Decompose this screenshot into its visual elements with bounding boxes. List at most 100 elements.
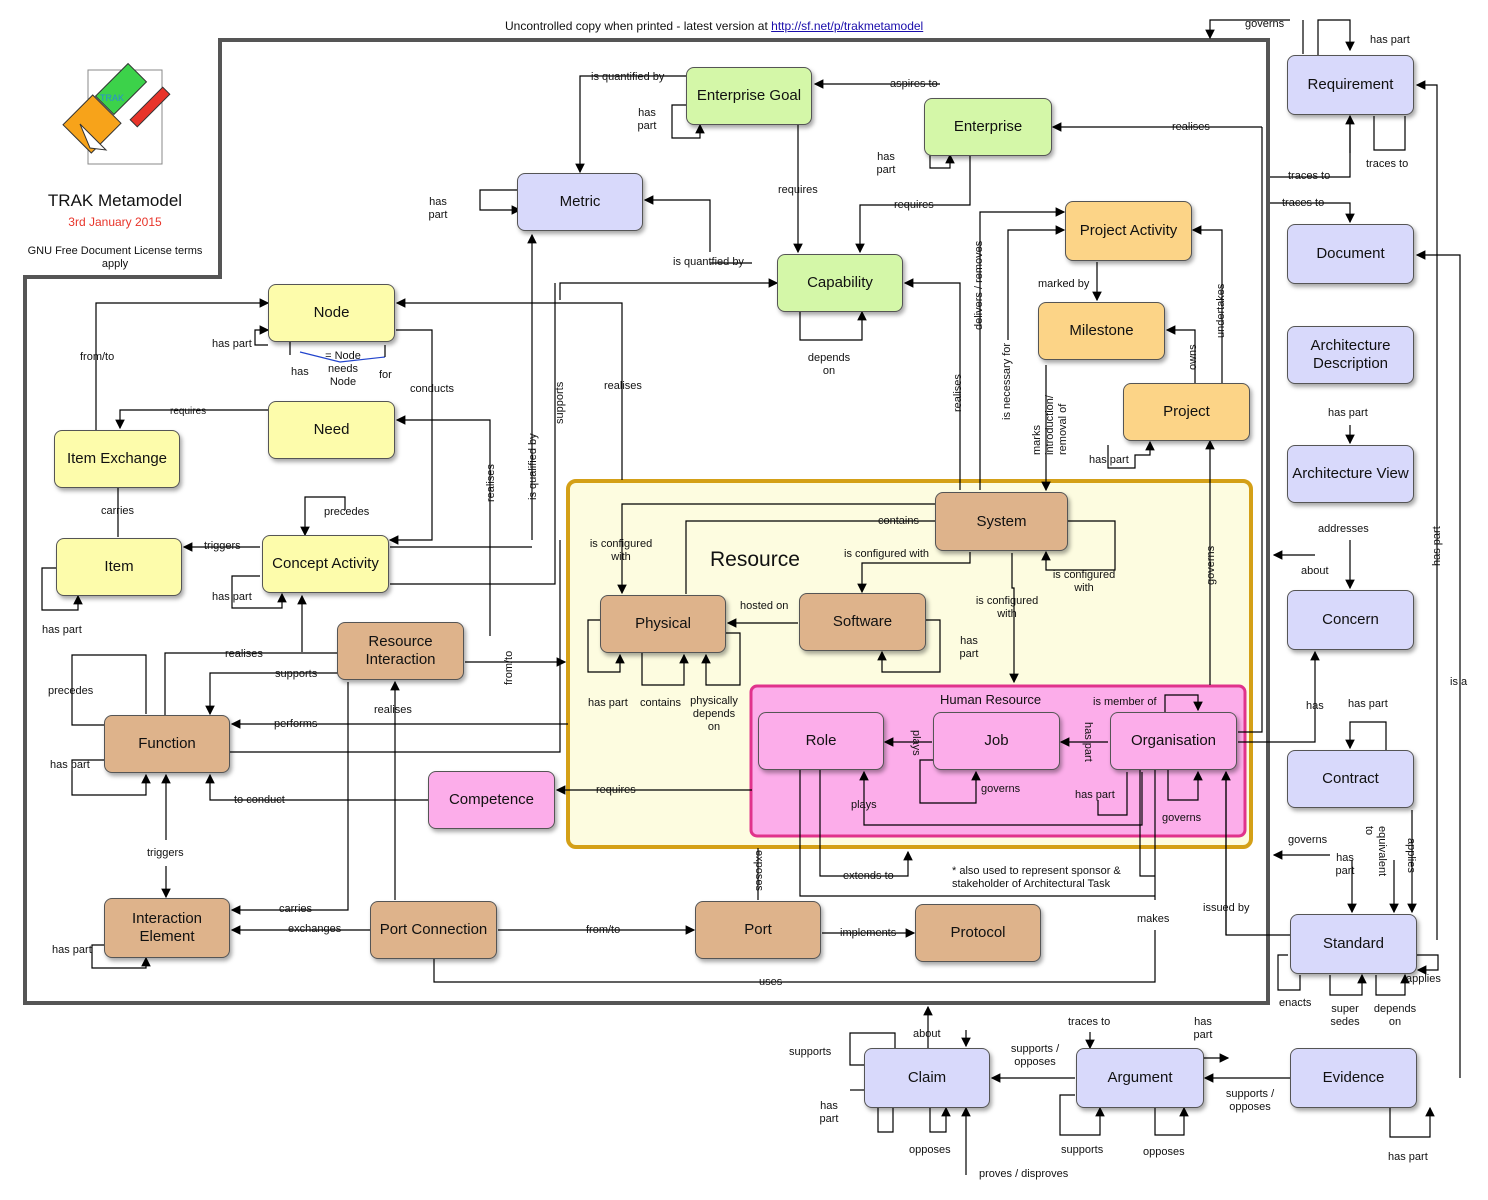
edge-label: is necessary for [1001, 342, 1013, 420]
edge-label: contains [640, 697, 681, 709]
edge-label: traces to [1366, 158, 1409, 170]
edge-label: super sedes [1330, 1003, 1360, 1028]
edge-label: governs [981, 783, 1021, 795]
node-architecture-view[interactable]: Architecture View [1287, 445, 1414, 503]
node-architecture-description[interactable]: Architecture Description [1287, 326, 1414, 384]
node-role[interactable]: Role [758, 712, 884, 770]
edge-label: exposes [753, 850, 765, 891]
edge-label: governs [1288, 834, 1328, 846]
human-resource-area-label: Human Resource [940, 692, 1042, 707]
edge-label: marked by [1038, 278, 1090, 290]
edge-label: has [1306, 700, 1324, 712]
node-item[interactable]: Item [56, 538, 182, 596]
edge-label: realises [1172, 121, 1210, 133]
node-port[interactable]: Port [695, 901, 821, 959]
edge-label: has part [42, 624, 82, 636]
edge-label: realises [604, 380, 642, 392]
edge-label: realises [485, 464, 497, 502]
node-concept-activity[interactable]: Concept Activity [262, 535, 389, 593]
edge-label: from/to [586, 924, 621, 936]
edge-label: about [1301, 565, 1329, 577]
node-capability[interactable]: Capability [777, 254, 903, 312]
edge-label: is qualified by [527, 433, 539, 500]
node-requirement[interactable]: Requirement [1287, 55, 1414, 115]
node-document[interactable]: Document [1287, 224, 1414, 284]
header-note: Uncontrolled copy when printed - latest … [505, 20, 923, 33]
node-physical[interactable]: Physical [600, 595, 726, 653]
node-organisation[interactable]: Organisation [1110, 712, 1237, 770]
edge-label: has part [1335, 852, 1355, 877]
node-project-activity[interactable]: Project Activity [1065, 201, 1192, 261]
edge-label: to conduct [234, 794, 285, 806]
edge-label: addresses [1318, 523, 1369, 535]
edge-label: carries [101, 505, 135, 517]
edge-label: proves / disproves [979, 1168, 1069, 1180]
edge-label: supports [275, 668, 318, 680]
edge-label: governs [1162, 812, 1202, 824]
edge-label: traces to [1288, 170, 1331, 182]
edge-label: opposes [1143, 1146, 1185, 1158]
edge-label: equivalent to [1363, 826, 1388, 877]
edge-label: is a [1450, 676, 1468, 688]
edge-label: issued by [1203, 902, 1250, 914]
diagram-title: TRAK Metamodel [47, 191, 183, 210]
edge-label: has part [1075, 789, 1115, 801]
edge-label: has part [588, 697, 628, 709]
edge-label: has part [1082, 722, 1094, 762]
node-argument[interactable]: Argument [1076, 1048, 1204, 1108]
edge-label: supports / opposes [1010, 1043, 1060, 1068]
edge-label: is configured with [1052, 569, 1116, 594]
node-interaction-element[interactable]: Interaction Element [104, 898, 230, 958]
edge-label: delivers / removes [973, 240, 985, 330]
edge-label: = Node needs Node [325, 350, 361, 388]
edge-label: enacts [1279, 997, 1312, 1009]
edge-label: has part [428, 196, 448, 221]
header-text: Uncontrolled copy when printed - latest … [505, 19, 772, 33]
logo-letters: TRAK [100, 94, 124, 103]
node-concern[interactable]: Concern [1287, 590, 1414, 650]
node-protocol[interactable]: Protocol [915, 904, 1041, 962]
node-resource-interaction[interactable]: Resource Interaction [337, 622, 464, 680]
node-software[interactable]: Software [799, 593, 926, 651]
edge-label: has part [212, 338, 252, 350]
edge-label: realises [225, 648, 263, 660]
edge-label: depends on [807, 352, 851, 377]
node-enterprise[interactable]: Enterprise [924, 98, 1052, 156]
edge-label: hosted on [740, 600, 789, 612]
header-link[interactable]: http://sf.net/p/trakmetamodel [771, 19, 924, 33]
node-standard[interactable]: Standard [1290, 914, 1417, 974]
node-claim[interactable]: Claim [864, 1048, 990, 1108]
node-contract[interactable]: Contract [1287, 750, 1414, 808]
license-text: GNU Free Document License terms apply [27, 245, 203, 270]
edge-label: supports [789, 1046, 832, 1058]
node-system[interactable]: System [935, 492, 1068, 551]
node-port-connection[interactable]: Port Connection [370, 901, 497, 959]
edge-label: has part [50, 759, 90, 771]
edge-label: has [291, 366, 309, 378]
outer-frame [23, 38, 1270, 1005]
edge-label: has part [876, 151, 896, 176]
edge-label: traces to [1282, 197, 1325, 209]
edge-label: requires [894, 199, 934, 211]
node-job[interactable]: Job [933, 712, 1060, 770]
edge-label: has part [52, 944, 92, 956]
edge-label: is quantified by [591, 71, 665, 83]
edge-label: from/to [503, 650, 515, 685]
edge-label: has part [959, 635, 979, 660]
edge-label: performs [274, 718, 318, 730]
edge-label: has part [637, 107, 657, 132]
node-need[interactable]: Need [268, 401, 395, 459]
edge-label: from/to [80, 351, 115, 363]
edge-label: owns [1187, 344, 1199, 370]
node-node[interactable]: Node [268, 284, 395, 342]
node-item-exchange[interactable]: Item Exchange [54, 430, 180, 488]
node-function[interactable]: Function [104, 715, 230, 773]
node-competence[interactable]: Competence [428, 771, 555, 829]
node-project[interactable]: Project [1123, 383, 1250, 441]
edge-label: applies [1405, 838, 1417, 873]
node-metric[interactable]: Metric [517, 173, 643, 231]
node-milestone[interactable]: Milestone [1038, 302, 1165, 360]
node-enterprise-goal[interactable]: Enterprise Goal [686, 67, 812, 125]
diagram-date: 3rd January 2015 [68, 215, 162, 229]
node-evidence[interactable]: Evidence [1290, 1048, 1417, 1108]
